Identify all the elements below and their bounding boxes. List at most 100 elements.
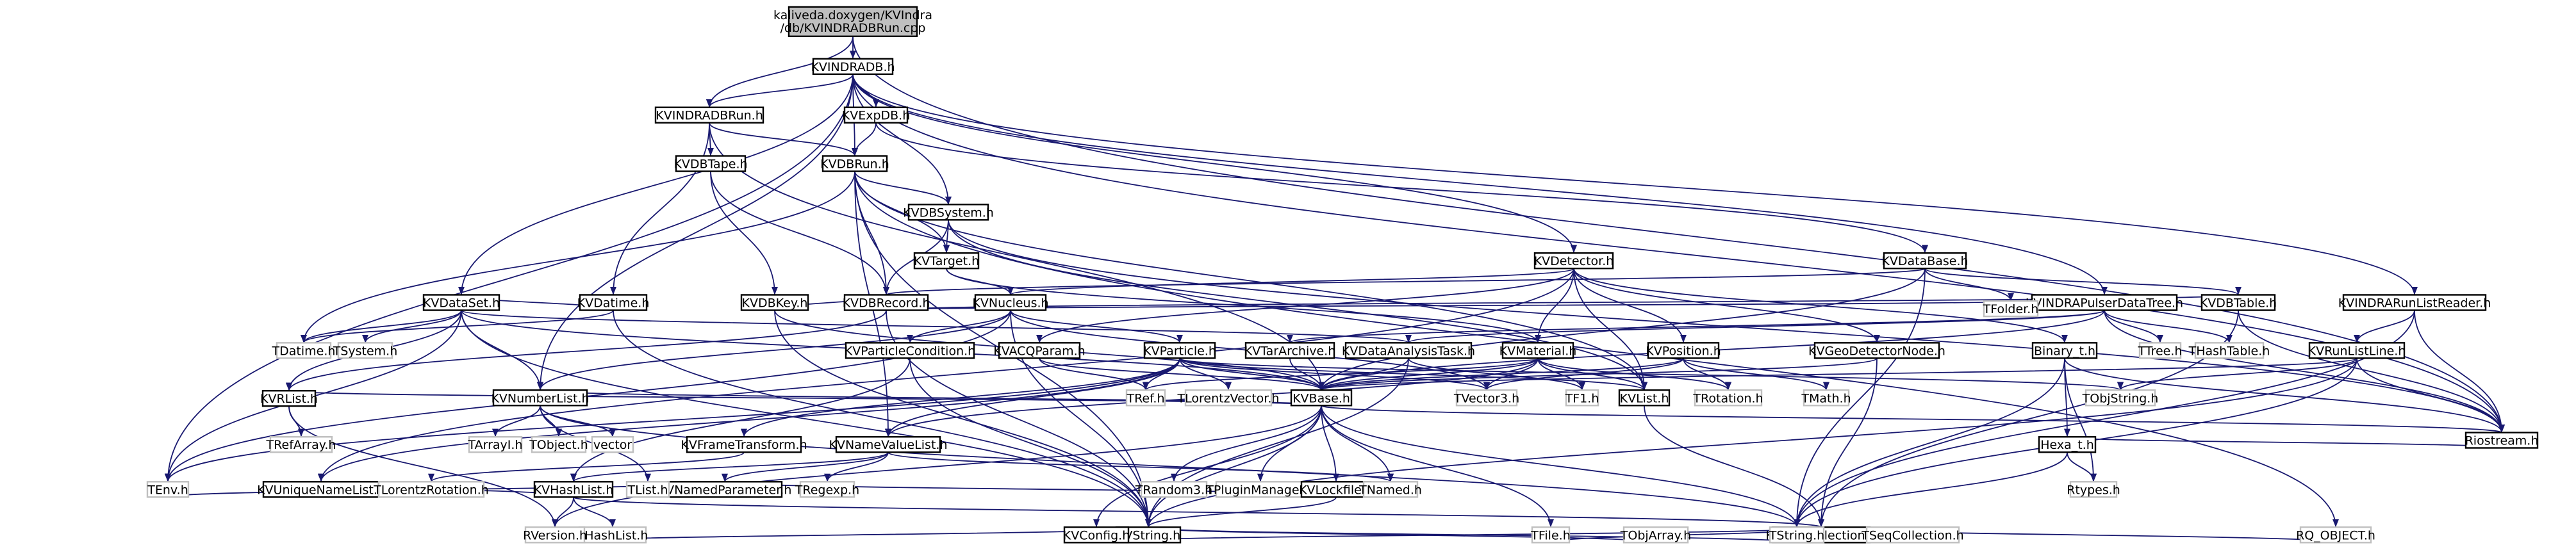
node-kvdataanalysistask[interactable]: KVDataAnalysisTask.h	[1342, 342, 1475, 359]
node-kvposition[interactable]: KVPosition.h	[1646, 342, 1721, 359]
node-kvlockfile[interactable]: KVLockfile.h	[1299, 481, 1373, 498]
node-tobject: TObject.h	[529, 436, 588, 453]
node-kvlist[interactable]: KVList.h	[1618, 389, 1671, 407]
node-tseqcollection: TSeqCollection.h	[1861, 526, 1964, 544]
node-kvdataset[interactable]: KVDataSet.h	[422, 294, 500, 311]
edge-KVParticleCondition-to-KVHashList	[570, 358, 911, 482]
edge-KVRunListLine-to-Riostream	[2356, 358, 2505, 433]
node-tpluginmanager: TPluginManager.h	[1205, 481, 1315, 498]
node-box	[468, 436, 523, 453]
node-label: TVector3.h	[1453, 391, 1519, 405]
node-box	[2299, 526, 2372, 544]
node-box	[913, 252, 980, 270]
node-kvdatabase[interactable]: KVDataBase.h	[1881, 252, 1969, 270]
edge-KVDetector-to-KVNucleus	[1007, 268, 1574, 296]
node-label: KVUniqueNameList.h	[257, 483, 385, 497]
edge-KVDBKey-to-KVString	[774, 310, 1152, 528]
node-label: KVDBSystem.h	[903, 206, 994, 220]
node-kvindrapulserdatatree[interactable]: KVINDRAPulserDataTree.h	[2026, 294, 2183, 311]
node-kvnumberlist[interactable]: KVNumberList.h	[491, 389, 590, 407]
node-hexa-t[interactable]: Hexa_t.h	[2038, 436, 2097, 453]
node-thashlist: THashList.h	[577, 526, 648, 544]
root-label-line: kaliveda.doxygen/KVIndra	[773, 8, 932, 22]
edge-KVDBTape-to-KVDBKey	[710, 171, 779, 295]
node-box	[578, 526, 647, 544]
node-trandom3: TRandom3.h	[1135, 481, 1212, 498]
node-kvtarget[interactable]: KVTarget.h	[913, 252, 980, 270]
node-box	[1865, 526, 1960, 544]
nodes-layer: kaliveda.doxygen/KVIndra/db/KVINDRADBRun…	[146, 6, 2539, 544]
node-box	[822, 155, 888, 172]
node-box	[1215, 481, 1306, 498]
node-kvdbsystem[interactable]: KVDBSystem.h	[903, 204, 994, 221]
node-kvdetector[interactable]: KVDetector.h	[1534, 252, 1614, 270]
edge-Binary_t-to-Riostream	[2064, 358, 2505, 433]
node-kvconfig[interactable]: KVConfig.h	[1063, 526, 1130, 544]
node-label: KVDetector.h	[1534, 254, 1614, 268]
node-kvtararchive[interactable]: KVTarArchive.h	[1244, 342, 1336, 359]
node-kvmaterial[interactable]: KVMaterial.h	[1499, 342, 1577, 359]
node-kvdatime[interactable]: KVDatime.h	[577, 294, 650, 311]
node-box	[1344, 342, 1473, 359]
node-kvrlist[interactable]: KVRList.h	[260, 390, 318, 407]
node-riostream[interactable]: Riostream.h	[2465, 432, 2539, 449]
edge-KVNucleus-to-KVNumberList	[537, 310, 1011, 391]
node-box	[1501, 342, 1574, 359]
node-box	[845, 342, 975, 359]
node-tvector3: TVector3.h	[1453, 389, 1519, 407]
node-label: KVDBTable.h	[2200, 296, 2277, 310]
node-kvbase[interactable]: KVBase.h	[1290, 389, 1353, 407]
node-kvdbtable[interactable]: KVDBTable.h	[2200, 294, 2277, 311]
node-kvacqparam[interactable]: KVACQParam.h	[993, 342, 1086, 359]
node-kvhashlist[interactable]: KVHashList.h	[534, 481, 614, 498]
node-label: KVNumberList.h	[491, 391, 589, 405]
node-kvdbrecord[interactable]: KVDBRecord.h	[843, 294, 930, 311]
node-kvuniquenamelist[interactable]: KVUniqueNameList.h	[257, 481, 385, 498]
node-label: TRef.h	[1126, 391, 1164, 405]
node-label: TRandom3.h	[1135, 483, 1212, 497]
node-kvnamedparameter[interactable]: KVNamedParameter.h	[658, 481, 792, 498]
node-box	[2038, 436, 2097, 453]
node-kvnamevaluelist[interactable]: KVNameValueList.h	[829, 436, 948, 453]
node-trefarray: TRefArray.h	[266, 436, 336, 453]
edge-KVDBRun-to-RQ_OBJECT	[854, 171, 2339, 528]
node-label: KVDBRun.h	[820, 158, 889, 172]
node-rtypes: Rtypes.h	[2067, 481, 2120, 498]
node-kvindradbrun[interactable]: KVINDRADBRun.h	[654, 106, 764, 124]
edge-KVDatime-to-KVString	[613, 310, 1152, 528]
node-label: vector	[593, 438, 632, 452]
node-kvindrarunlistreader[interactable]: KVINDRARunListReader.h	[2338, 294, 2491, 311]
node-box	[146, 481, 190, 498]
node-binary-t[interactable]: Binary_t.h	[2031, 342, 2098, 359]
edge-KVDetector-to-KVGeoDetectorNode	[1573, 268, 1880, 343]
node-box	[2465, 432, 2539, 449]
node-kvgeodetectornode[interactable]: KVGeoDetectorNode.h	[1808, 342, 1945, 359]
node-kvparticle[interactable]: KVParticle.h	[1143, 342, 1216, 359]
edge-KVBase-to-TFile	[1321, 405, 1554, 528]
edge-Hexa_t-to-Riostream	[2067, 436, 2505, 449]
node-label: KVLockfile.h	[1299, 483, 1373, 497]
edge-KVDBSystem-to-KVList	[948, 220, 1647, 391]
node-kvdbrun[interactable]: KVDBRun.h	[820, 155, 889, 172]
edge-KVDBRun-to-KVList	[854, 171, 1647, 391]
node-label: KVMaterial.h	[1499, 344, 1577, 358]
node-kvframetransform[interactable]: KVFrameTransform.h	[681, 436, 807, 453]
node-kvdbtape[interactable]: KVDBTape.h	[673, 155, 748, 172]
node-kvrunlistline[interactable]: KVRunListLine.h	[2308, 342, 2406, 359]
node-kvexpdb[interactable]: KVExpDB.h	[842, 106, 911, 124]
node-thashtable: THashTable.h	[2188, 342, 2270, 359]
node-kvindradb[interactable]: KVINDRADB.h	[811, 58, 895, 76]
node-kvdbkey[interactable]: KVDBKey.h	[740, 294, 809, 311]
node-kvparticlecondition[interactable]: KVParticleCondition.h	[845, 342, 975, 359]
node-box	[1813, 342, 1940, 359]
edge-KVDetector-to-KVUniqueNameList	[318, 268, 1574, 482]
node-label: TLorentzRotation.h	[373, 483, 489, 497]
node-kvnucleus[interactable]: KVNucleus.h	[972, 294, 1049, 311]
edge-KVDataSet-to-KVDataAnalysisTask	[461, 309, 1412, 344]
edge-KVNameValueList-to-KVNamedParameter	[722, 451, 889, 482]
edge-KVDataSet-to-KVString	[461, 310, 1152, 528]
node-rq-object: RQ_OBJECT.h	[2296, 526, 2375, 544]
edge-KVMaterial-to-TRef	[1143, 357, 1539, 391]
node-box	[1565, 389, 1599, 407]
